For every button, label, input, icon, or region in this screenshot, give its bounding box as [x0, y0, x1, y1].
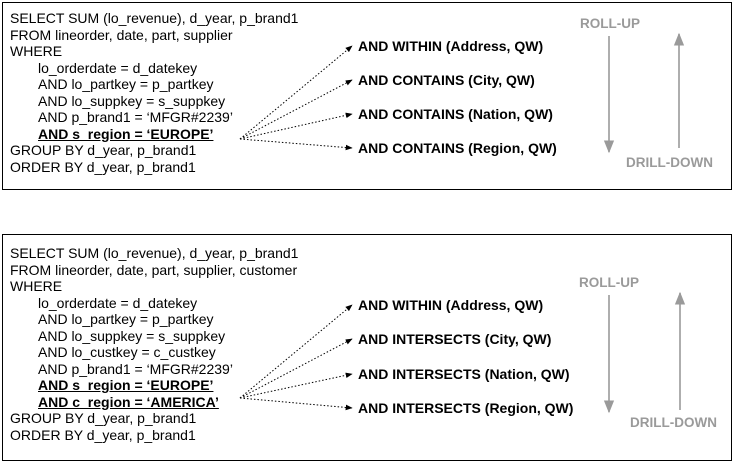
- spatial-condition: AND CONTAINS (Nation, QW): [358, 106, 553, 122]
- query-line: AND lo_partkey = p_partkey: [38, 311, 214, 327]
- roll-up-label: ROLL-UP: [580, 16, 640, 31]
- query-line: WHERE: [10, 43, 63, 59]
- connector-arrow: [239, 304, 353, 399]
- query-line: lo_orderdate = d_datekey: [38, 294, 198, 311]
- spatial-predicate-line: AND s_region = ‘EUROPE’: [38, 125, 214, 142]
- connector-arrow: [239, 79, 353, 140]
- query-line: AND lo_suppkey = s_suppkey: [38, 92, 226, 109]
- query-line: SELECT SUM (lo_revenue), d_year, p_brand…: [10, 10, 299, 26]
- spatial-condition: AND WITHIN (Address, QW): [358, 38, 544, 54]
- sql-query-1: SELECT SUM (lo_revenue), d_year, p_brand…: [10, 10, 298, 175]
- connector-arrow: [239, 45, 353, 140]
- spatial-predicate-line: AND s_region = ‘EUROPE’: [38, 377, 214, 393]
- query-line: AND lo_partkey = p_partkey: [38, 76, 214, 92]
- query-line: AND lo_custkey = c_custkey: [38, 344, 216, 360]
- query-line: ORDER BY d_year, p_brand1: [10, 426, 196, 443]
- spatial-condition: AND CONTAINS (City, QW): [358, 72, 535, 88]
- drill-down-label: DRILL-DOWN: [630, 415, 717, 430]
- query-line: WHERE: [10, 278, 63, 294]
- query-line: AND lo_suppkey = s_suppkey: [38, 327, 226, 344]
- connector-arrow: [239, 397, 353, 411]
- drill-down-label: DRILL-DOWN: [626, 155, 713, 170]
- query-panel-1: [2, 2, 732, 190]
- query-line: GROUP BY d_year, p_brand1: [10, 410, 197, 426]
- sql-query-2: SELECT SUM (lo_revenue), d_year, p_brand…: [10, 245, 298, 443]
- spatial-condition: AND WITHIN (Address, QW): [358, 297, 544, 313]
- connector-arrow: [239, 112, 353, 140]
- query-line: FROM lineorder, date, part, supplier: [10, 26, 233, 43]
- query-line: AND p_brand1 = ‘MFGR#2239’: [38, 109, 233, 125]
- connector-arrow: [239, 372, 353, 399]
- roll-up-label: ROLL-UP: [579, 275, 639, 290]
- query-line: GROUP BY d_year, p_brand1: [10, 142, 197, 158]
- query-line: SELECT SUM (lo_revenue), d_year, p_brand…: [10, 245, 299, 261]
- spatial-predicate-line: AND c_region = ‘AMERICA’: [38, 393, 219, 410]
- query-line: FROM lineorder, date, part, supplier, cu…: [10, 261, 298, 278]
- connector-arrow: [239, 138, 353, 151]
- query-line: lo_orderdate = d_datekey: [38, 59, 198, 76]
- query-line: ORDER BY d_year, p_brand1: [10, 158, 196, 175]
- spatial-condition: AND INTERSECTS (City, QW): [358, 331, 552, 347]
- query-panel-2: [2, 234, 732, 461]
- connector-arrow: [239, 338, 353, 399]
- spatial-condition: AND CONTAINS (Region, QW): [358, 140, 557, 156]
- spatial-condition: AND INTERSECTS (Nation, QW): [358, 366, 570, 382]
- spatial-condition: AND INTERSECTS (Region, QW): [358, 400, 574, 416]
- query-line: AND p_brand1 = ‘MFGR#2239’: [38, 360, 233, 377]
